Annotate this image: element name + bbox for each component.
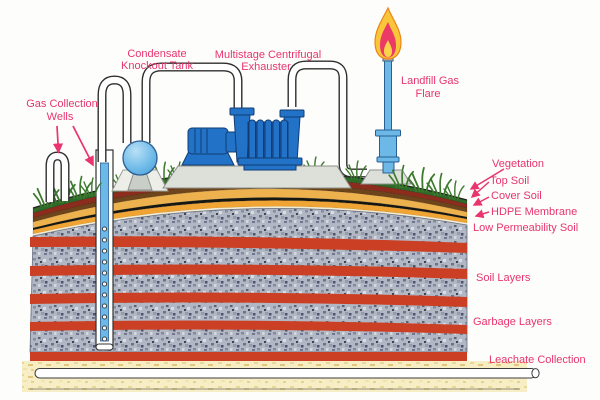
well-bottom-cap bbox=[95, 343, 114, 351]
tank-sphere bbox=[122, 140, 158, 176]
soil-layer-band-3 bbox=[30, 292, 467, 307]
label-exhauster-1: Multistage Centrifugal bbox=[215, 49, 321, 61]
motor-fins bbox=[194, 129, 208, 153]
flame-core bbox=[384, 40, 392, 57]
leachate-pipe bbox=[34, 367, 537, 379]
soil-layer-band-2 bbox=[30, 264, 467, 279]
leachate-collection-layer bbox=[22, 361, 540, 392]
exhauster-inlet-flange bbox=[229, 107, 255, 116]
label-vegetation: Vegetation bbox=[492, 158, 544, 170]
multistage-centrifugal-exhauster bbox=[181, 107, 305, 171]
label-soil-layers: Soil Layers bbox=[476, 272, 531, 284]
exhauster-ribs bbox=[248, 119, 288, 161]
arrow-to-wellhead bbox=[52, 125, 64, 154]
label-condensate-1: Condensate bbox=[127, 48, 186, 60]
label-exhauster-2: Exhauster bbox=[241, 61, 291, 73]
label-hdpe-membrane: HDPE Membrane bbox=[491, 206, 577, 218]
label-condensate-2: Knockout Tank bbox=[121, 60, 193, 72]
motor-body bbox=[187, 127, 229, 155]
label-low-permeability-soil: Low Permeability Soil bbox=[473, 222, 578, 234]
label-gas-collection-wells-1: Gas Collection bbox=[26, 98, 98, 110]
equipment-pad bbox=[162, 165, 352, 189]
flame-inner bbox=[380, 22, 396, 58]
landfill-gas-flare bbox=[375, 53, 401, 174]
label-flare-1: Landfill Gas bbox=[401, 75, 460, 87]
label-cover-soil: Cover Soil bbox=[491, 190, 542, 202]
exhauster-base-plate bbox=[237, 157, 303, 166]
flame-icon bbox=[374, 6, 402, 60]
diagram-labels: Gas Collection Wells Condensate Knockout… bbox=[26, 48, 585, 366]
flare-riser-pipe bbox=[384, 59, 392, 133]
soil-layer-band-1 bbox=[30, 236, 467, 253]
gas-collection-well bbox=[95, 149, 114, 351]
arrow-hdpe bbox=[474, 209, 490, 219]
flare-top-flange bbox=[375, 129, 401, 137]
leachate-pipe-open-end bbox=[531, 368, 540, 379]
exhauster-outlet-flange bbox=[279, 109, 305, 118]
condensate-knockout-tank bbox=[122, 140, 158, 191]
soil-layer-band-4 bbox=[30, 320, 467, 334]
arrow-top-soil bbox=[470, 181, 490, 198]
label-garbage-layers: Garbage Layers bbox=[473, 316, 552, 328]
well-perforations bbox=[101, 226, 108, 342]
label-flare-2: Flare bbox=[415, 88, 440, 100]
arrow-vegetation bbox=[469, 168, 505, 190]
callout-arrows bbox=[52, 125, 505, 219]
flare-base-stub bbox=[382, 161, 395, 174]
exhauster-feet bbox=[243, 164, 297, 171]
label-leachate-collection: Leachate Collection bbox=[489, 354, 586, 366]
soil-layer-band-bottom bbox=[30, 352, 467, 362]
flare-cylinder bbox=[379, 135, 397, 158]
arrow-to-well-riser bbox=[72, 125, 94, 167]
label-top-soil: Top Soil bbox=[490, 175, 529, 187]
label-gas-collection-wells-2: Wells bbox=[47, 111, 74, 123]
flare-lower-flange bbox=[376, 156, 400, 163]
arrow-cover-soil bbox=[472, 196, 490, 206]
